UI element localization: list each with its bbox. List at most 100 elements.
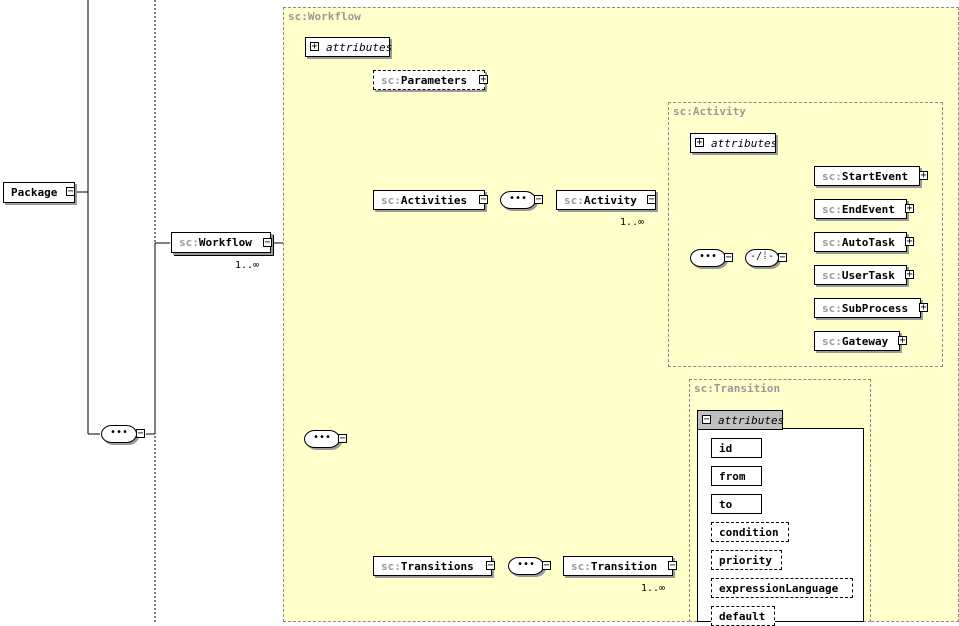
expand-icon[interactable]: + [898, 335, 907, 346]
parameters-name: Parameters [400, 73, 468, 87]
workflow-label: sc:Workflow [179, 236, 252, 249]
sequence-compositor[interactable]: ••• [508, 557, 544, 575]
attribute-id[interactable]: id [711, 438, 762, 458]
namespace-prefix: sc: [822, 202, 842, 216]
gateway-name: Gateway [841, 334, 889, 348]
user-task-label: sc:UserTask [822, 269, 895, 282]
attribute-label: expressionLanguage [719, 581, 839, 595]
sub-process-name: SubProcess [841, 301, 909, 315]
collapse-icon[interactable]: − [542, 560, 551, 571]
collapse-icon[interactable]: − [668, 560, 677, 571]
attribute-to[interactable]: to [711, 494, 762, 514]
activity-attributes[interactable]: attributes [690, 133, 778, 153]
end-event-name: EndEvent [841, 202, 895, 216]
workflow-occurrence: 1..∞ [235, 260, 260, 271]
attributes-label: attributes [711, 136, 778, 150]
namespace-prefix: sc: [822, 235, 842, 249]
namespace-prefix: sc: [571, 559, 591, 573]
namespace-prefix: sc: [564, 193, 584, 207]
sequence-compositor[interactable]: ••• [690, 249, 726, 267]
attributes-label: attributes [718, 413, 785, 427]
attribute-label: priority [719, 553, 772, 567]
expand-icon[interactable]: + [310, 41, 319, 52]
auto-task-element[interactable]: sc:AutoTask [814, 232, 907, 252]
collapse-icon[interactable]: − [702, 414, 711, 425]
expand-icon[interactable]: + [479, 74, 488, 85]
collapse-icon[interactable]: − [724, 252, 733, 263]
start-event-element[interactable]: sc:StartEvent [814, 166, 920, 186]
expand-icon[interactable]: + [695, 137, 704, 148]
transitions-element[interactable]: sc:Transitions [373, 556, 492, 576]
attribute-default[interactable]: default [711, 606, 775, 626]
parameters-element[interactable]: sc:Parameters [373, 70, 485, 90]
sequence-compositor[interactable]: ••• [101, 425, 137, 443]
transition-region-title: sc:Transition [694, 382, 781, 395]
activity-element[interactable]: sc:Activity [556, 190, 659, 213]
namespace-prefix: sc: [822, 301, 842, 315]
workflow-region-title: sc:Workflow [288, 10, 361, 23]
transition-element[interactable]: sc:Transition [563, 556, 676, 579]
transition-label: sc:Transition [571, 560, 657, 573]
activities-label: sc:Activities [381, 194, 467, 207]
namespace-prefix: sc: [822, 169, 842, 183]
collapse-icon[interactable]: − [778, 252, 787, 263]
start-event-label: sc:StartEvent [822, 170, 908, 183]
activity-name: Activity [583, 193, 637, 207]
auto-task-name: AutoTask [841, 235, 895, 249]
attribute-label: to [719, 497, 733, 511]
attributes-label: attributes [326, 40, 393, 54]
gateway-element[interactable]: sc:Gateway [814, 331, 900, 351]
attribute-label: from [719, 469, 746, 483]
transition-attributes-header[interactable]: attributes [697, 410, 785, 430]
attribute-priority[interactable]: priority [711, 550, 782, 570]
user-task-element[interactable]: sc:UserTask [814, 265, 907, 285]
namespace-prefix: sc: [381, 559, 401, 573]
workflow-name: Workflow [198, 236, 252, 249]
expand-icon[interactable]: + [905, 203, 914, 214]
attribute-label: condition [719, 525, 779, 539]
transitions-name: Transitions [400, 559, 474, 573]
attribute-condition[interactable]: condition [711, 522, 789, 542]
package-element[interactable]: Package [3, 182, 75, 203]
expand-icon[interactable]: + [919, 302, 928, 313]
gateway-label: sc:Gateway [822, 335, 888, 348]
sequence-compositor[interactable]: ••• [304, 430, 340, 448]
collapse-icon[interactable]: − [66, 186, 75, 197]
attribute-label: id [719, 441, 733, 455]
expand-icon[interactable]: + [905, 236, 914, 247]
transitions-label: sc:Transitions [381, 560, 474, 573]
attribute-from[interactable]: from [711, 466, 762, 486]
package-label: Package [11, 186, 58, 199]
end-event-element[interactable]: sc:EndEvent [814, 199, 907, 219]
collapse-icon[interactable]: − [479, 194, 488, 205]
namespace-prefix: sc: [822, 334, 842, 348]
transition-occurrence: 1..∞ [641, 583, 666, 594]
activity-region-title: sc:Activity [673, 105, 746, 118]
sub-process-element[interactable]: sc:SubProcess [814, 298, 921, 318]
sub-process-label: sc:SubProcess [822, 302, 908, 315]
choice-compositor[interactable]: -/⁞- [745, 249, 779, 267]
namespace-prefix: sc: [381, 73, 401, 87]
parameters-label: sc:Parameters [381, 74, 467, 87]
user-task-name: UserTask [841, 268, 895, 282]
workflow-attributes[interactable]: attributes [305, 37, 393, 57]
collapse-icon[interactable]: − [263, 237, 272, 248]
expand-icon[interactable]: + [919, 170, 928, 181]
activity-label: sc:Activity [564, 194, 637, 207]
collapse-icon[interactable]: − [136, 428, 145, 439]
collapse-icon[interactable]: − [338, 433, 347, 444]
expand-icon[interactable]: + [905, 269, 914, 280]
activities-element[interactable]: sc:Activities [373, 190, 485, 210]
attribute-expression-language[interactable]: expressionLanguage [711, 578, 853, 598]
collapse-icon[interactable]: − [534, 194, 543, 205]
end-event-label: sc:EndEvent [822, 203, 895, 216]
collapse-icon[interactable]: − [647, 194, 656, 205]
auto-task-label: sc:AutoTask [822, 236, 895, 249]
namespace-prefix: sc: [822, 268, 842, 282]
workflow-element[interactable]: sc:Workflow [171, 232, 274, 256]
transition-name: Transition [590, 559, 658, 573]
activity-occurrence: 1..∞ [620, 217, 645, 228]
collapse-icon[interactable]: − [486, 560, 495, 571]
activities-name: Activities [400, 193, 468, 207]
sequence-compositor[interactable]: ••• [500, 191, 536, 209]
